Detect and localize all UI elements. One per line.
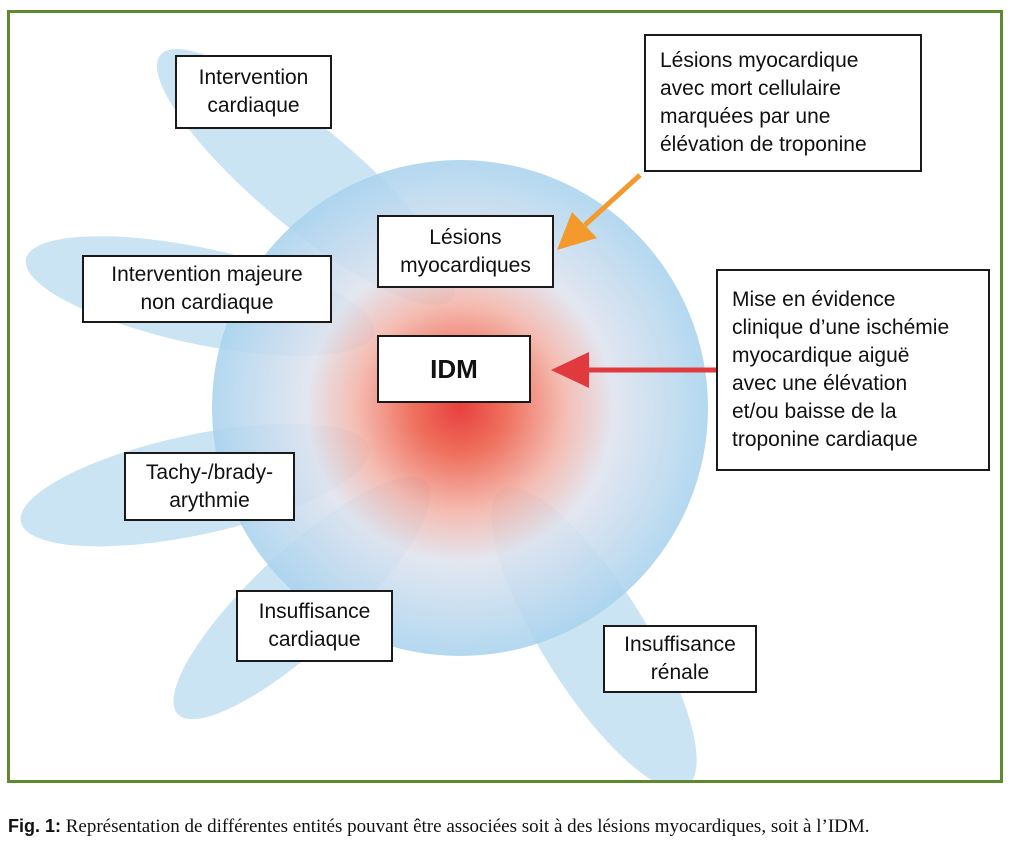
box-idm: IDM [377,335,531,403]
caption-label: Fig. 1: [8,816,61,836]
box-intervention-cardiaque: Intervention cardiaque [175,55,332,129]
note-lesions-troponine: Lésions myocardique avec mort cellulaire… [644,34,922,172]
idm-halo [212,160,708,656]
arrow-red [551,352,719,388]
note-ischemie-clinique: Mise en évidence clinique d’une ischémie… [716,269,990,471]
arrow-orange [557,173,642,250]
box-insuffisance-renale: Insuffisance rénale [603,625,757,693]
figure-caption: Fig. 1: Représentation de différentes en… [8,814,1002,839]
box-intervention-majeure: Intervention majeure non cardiaque [82,255,332,323]
caption-text: Représentation de différentes entités po… [61,816,870,837]
figure-frame: Intervention cardiaque Intervention maje… [7,10,1003,783]
box-tachy-brady: Tachy-/brady- arythmie [124,452,295,521]
box-insuffisance-cardiaque: Insuffisance cardiaque [236,590,393,662]
box-lesions-myocardiques: Lésions myocardiques [377,215,554,288]
